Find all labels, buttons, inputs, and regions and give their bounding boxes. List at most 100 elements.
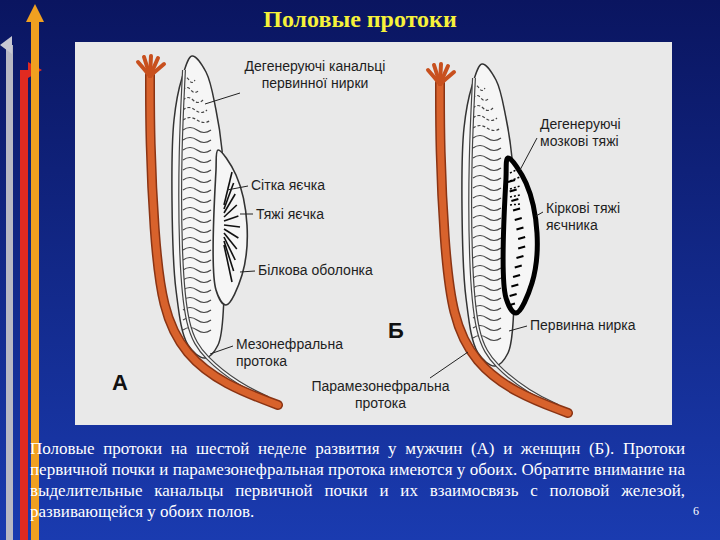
panel-letter: А <box>112 370 128 396</box>
mesonephric-tubule <box>473 266 501 271</box>
leader-line <box>520 138 537 170</box>
leader-line <box>536 212 543 216</box>
deco-bar <box>6 45 13 540</box>
testis-cord <box>224 216 238 221</box>
mesonephric-tubule <box>183 138 211 143</box>
cortical-cord <box>518 247 525 249</box>
part-label: Дегенеруючі канальці первинної нирки <box>225 58 405 92</box>
mesonephric-tubule <box>183 128 211 133</box>
medullary-cord <box>510 195 520 197</box>
mesonephric-tubule <box>473 96 489 101</box>
mesonephric-tubule <box>473 306 501 311</box>
medullary-cord <box>510 177 520 181</box>
mesonephric-tubule <box>473 226 501 231</box>
leader-line <box>240 214 253 215</box>
testis-cord <box>224 194 235 213</box>
medullary-cord <box>510 204 520 205</box>
cortical-cord <box>511 285 518 287</box>
testis-cord <box>224 225 240 227</box>
mesonephric-tubule <box>183 248 211 253</box>
mesonephric-tubule <box>473 146 501 151</box>
cortical-cord <box>508 304 515 306</box>
part-label: Тяжі яєчка <box>256 206 324 223</box>
paramesonephric-duct-edge <box>440 83 568 413</box>
mesonephric-tubule <box>183 98 203 103</box>
mesonephric-tubule <box>473 116 497 121</box>
cortical-cord <box>513 275 520 277</box>
mesonephric-tubule <box>473 206 501 211</box>
mesonephric-tubule <box>183 238 211 243</box>
mesonephric-tubule <box>473 246 501 251</box>
paramesonephric-duct <box>440 83 568 413</box>
mesonephric-tubule <box>183 198 211 203</box>
deco-bar <box>20 70 28 540</box>
mesonephric-tubule <box>473 176 501 181</box>
mesonephric-tubule <box>473 286 501 291</box>
page-number: 6 <box>693 504 699 519</box>
leader-lines <box>205 93 543 378</box>
mesonephric-tubule <box>183 158 211 163</box>
mesonephric-tubule <box>473 156 501 161</box>
mesonephric-tubule <box>473 136 501 141</box>
fimbria <box>440 72 454 84</box>
leader-line <box>205 93 240 104</box>
mesonephric-tubule <box>473 196 501 201</box>
cortical-cord <box>510 190 517 192</box>
cortical-cord <box>511 199 518 201</box>
mesonephric-tubule <box>473 166 501 171</box>
mesonephric-tubule <box>473 186 501 191</box>
mesonephric-tubule <box>183 148 211 153</box>
mesonephric-tubule <box>183 188 211 193</box>
cortical-cord <box>516 256 523 258</box>
testis-cord <box>224 205 237 217</box>
figure-panel <box>75 42 672 425</box>
mesonephric-tubule <box>183 268 211 273</box>
mesonephric-tubule <box>473 236 501 241</box>
mesonephric-tubule <box>473 106 493 111</box>
mesonephric-tubule <box>473 126 501 131</box>
mesonephric-tubule <box>183 168 211 173</box>
part-label: Кіркові тяжі яєчника <box>546 200 666 234</box>
mesonephric-tubule <box>183 258 211 263</box>
leader-line <box>430 352 468 378</box>
testis <box>213 150 247 305</box>
cortical-cord <box>518 237 525 239</box>
mesonephric-tubule <box>183 228 211 233</box>
deco-arrow <box>0 36 12 54</box>
ovary <box>503 158 537 313</box>
fimbria <box>150 64 164 76</box>
medullary-cord <box>510 186 520 189</box>
leader-line <box>509 326 527 331</box>
mesonephric-tubule <box>473 216 501 221</box>
leader-line <box>210 346 233 354</box>
mesonephric-tubule <box>473 256 501 261</box>
mesonephric-tubule <box>183 328 211 333</box>
slide-caption: Половые протоки на шестой неделе развити… <box>30 438 685 522</box>
medullary-cord <box>510 168 520 173</box>
cortical-cord <box>515 266 522 268</box>
part-label: Парамезонефральна протока <box>298 378 463 412</box>
mesonephric-tubule <box>183 178 211 183</box>
mesonephric-tubule <box>183 218 211 223</box>
testis-cord <box>224 245 232 282</box>
part-label: Білкова оболонка <box>258 262 373 279</box>
cortical-cord <box>516 228 523 230</box>
mesonephric-tubule <box>183 88 199 93</box>
mesonephric-tubule <box>473 336 501 341</box>
mesonephric-tubule <box>183 108 207 113</box>
leader-line <box>240 271 255 272</box>
mesonephric-tubule <box>183 208 211 213</box>
slide-title: Половые протоки <box>0 6 720 33</box>
mesonephric-tubule <box>473 276 501 281</box>
mesonephric-tubule <box>473 296 501 301</box>
cortical-cord <box>515 218 522 220</box>
part-label: Мезонефральна протока <box>236 336 361 370</box>
mesonephric-tubule <box>183 288 211 293</box>
panel-letter: Б <box>388 318 404 344</box>
leader-line <box>227 186 248 190</box>
mesonephric-tubule <box>183 278 211 283</box>
cortical-cord <box>513 209 520 211</box>
mesonephric-tubule <box>183 298 211 303</box>
